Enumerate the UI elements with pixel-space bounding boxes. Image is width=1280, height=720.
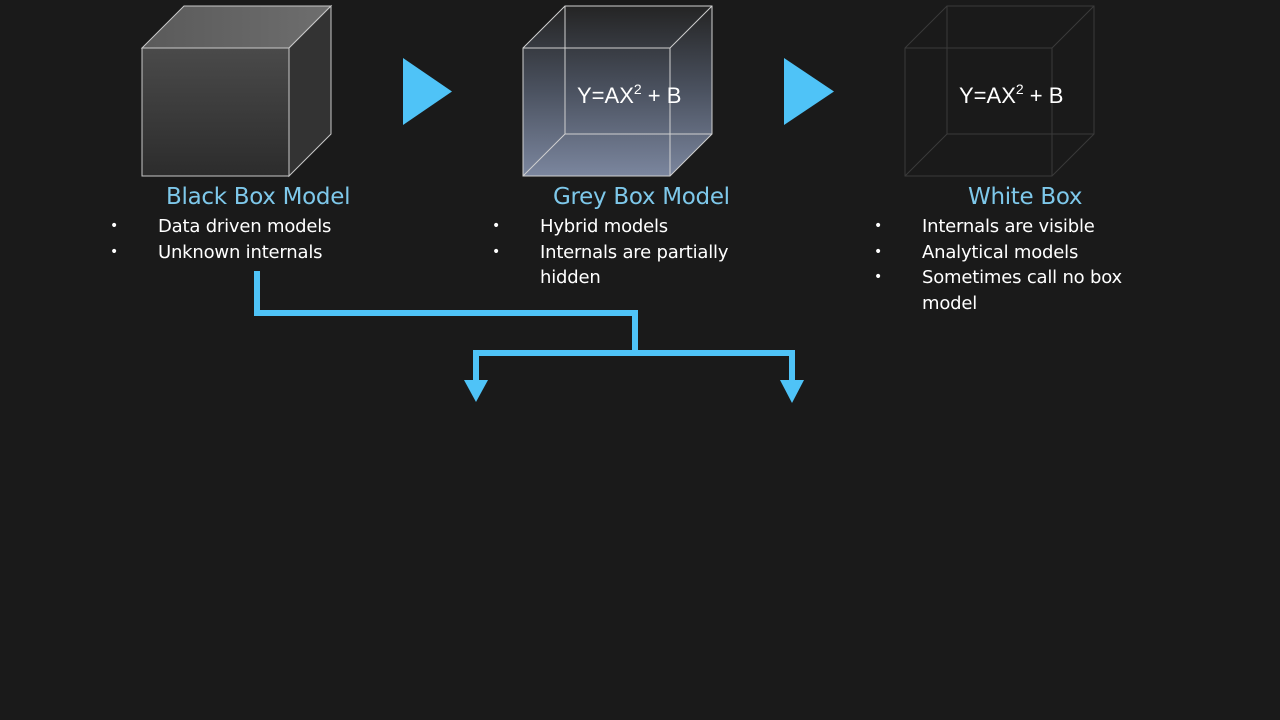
black-box-cube-icon bbox=[140, 4, 333, 178]
list-item: Data driven models bbox=[110, 214, 400, 240]
list-item: Hybrid models bbox=[492, 214, 752, 240]
white-box-bullets: Internals are visible Analytical models … bbox=[874, 214, 1138, 316]
next-arrow-icon bbox=[784, 58, 834, 125]
black-box-title: Black Box Model bbox=[166, 184, 351, 210]
list-item: Sometimes call no box model bbox=[874, 265, 1138, 316]
branch-connector bbox=[254, 271, 804, 403]
list-item: Unknown internals bbox=[110, 240, 400, 266]
branch-arrowhead-left-icon bbox=[464, 380, 488, 402]
white-box-cube-icon bbox=[904, 5, 1095, 177]
grey-box-title: Grey Box Model bbox=[553, 184, 730, 210]
list-item: Internals are visible bbox=[874, 214, 1138, 240]
grey-box-cube-icon bbox=[522, 5, 713, 177]
black-box-bullets: Data driven models Unknown internals bbox=[110, 214, 400, 265]
next-arrow-icon bbox=[403, 58, 452, 125]
white-box-formula: Y=AX2 + B bbox=[959, 81, 1064, 108]
white-box-title: White Box bbox=[968, 184, 1083, 210]
list-item: Internals are partially hidden bbox=[492, 240, 752, 291]
grey-box-bullets: Hybrid models Internals are partially hi… bbox=[492, 214, 752, 291]
list-item: Analytical models bbox=[874, 240, 1138, 266]
grey-box-formula: Y=AX2 + B bbox=[577, 81, 682, 108]
branch-arrowhead-right-icon bbox=[780, 380, 804, 403]
